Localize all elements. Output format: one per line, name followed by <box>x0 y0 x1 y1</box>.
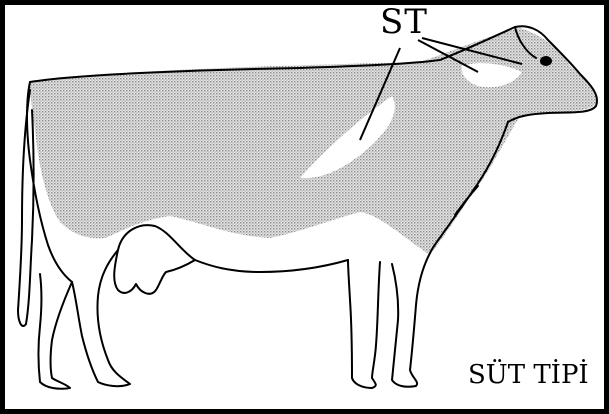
figure-caption: SÜT TİPİ <box>468 360 589 390</box>
st-label: ST <box>380 2 428 42</box>
